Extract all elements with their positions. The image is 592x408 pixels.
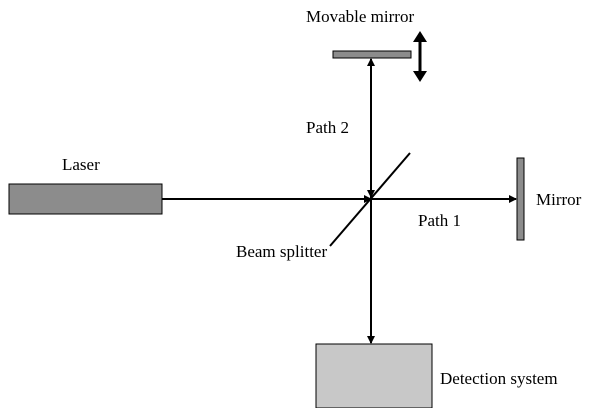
beam-splitter-plate bbox=[329, 152, 411, 247]
path1-label: Path 1 bbox=[418, 211, 461, 230]
path2-label: Path 2 bbox=[306, 118, 349, 137]
mirror-label: Mirror bbox=[536, 190, 582, 209]
beam-splitter-label: Beam splitter bbox=[236, 242, 328, 261]
fixed-mirror-element bbox=[516, 157, 525, 241]
movement-arrow-up-head bbox=[413, 31, 427, 42]
movement-arrow-down-head bbox=[413, 71, 427, 82]
detection-system-box bbox=[315, 343, 433, 408]
movable-mirror-element bbox=[332, 50, 412, 59]
detection-system-label: Detection system bbox=[440, 369, 558, 388]
laser-body bbox=[8, 183, 163, 215]
movable-mirror-label: Movable mirror bbox=[306, 7, 415, 26]
laser-label: Laser bbox=[62, 155, 100, 174]
